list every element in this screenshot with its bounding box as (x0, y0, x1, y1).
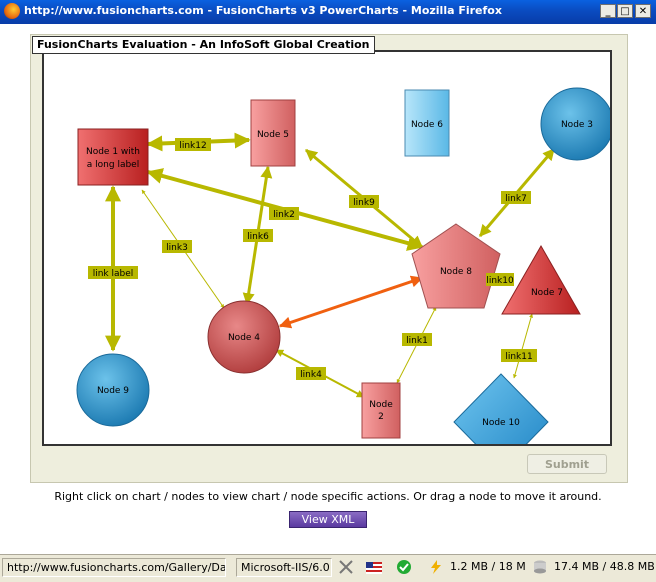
flag-us-icon[interactable] (366, 559, 382, 575)
node-9-label: Node 9 (97, 386, 129, 396)
status-memory-2: 17.4 MB / 48.8 MB (554, 560, 654, 573)
node-5-label: Node 5 (257, 130, 289, 140)
chart-instructions: Right click on chart / nodes to view cha… (54, 490, 602, 503)
status-url: http://www.fusioncharts.com/Gallery/Da..… (2, 558, 226, 577)
status-server: Microsoft-IIS/6.0 (236, 558, 332, 577)
diagram-canvas[interactable]: Node 1 with a long label Node 5 Node 6 N… (42, 50, 612, 446)
link-label-4: link4 (296, 367, 326, 380)
node-6[interactable]: Node 6 (404, 89, 450, 157)
window-title: http://www.fusioncharts.com - FusionChar… (24, 4, 502, 17)
link-n8-n4[interactable] (278, 275, 424, 329)
svg-text:link label: link label (93, 269, 134, 279)
page-content: FusionCharts Evaluation - An InfoSoft Gl… (4, 24, 652, 554)
svg-text:link7: link7 (505, 194, 527, 204)
link-label-6: link6 (243, 229, 273, 242)
link-label-9: link9 (349, 195, 379, 208)
link-label-1: link1 (402, 333, 432, 346)
minimize-button[interactable]: _ (600, 4, 616, 18)
node-6-label: Node 6 (411, 120, 443, 130)
resize-arrows-icon (338, 559, 354, 575)
node-10[interactable]: Node 10 (453, 373, 549, 444)
svg-text:link2: link2 (273, 210, 295, 220)
svg-text:link10: link10 (486, 276, 514, 286)
svg-text:link12: link12 (179, 141, 206, 151)
node-5[interactable]: Node 5 (250, 99, 296, 167)
link-label-main: link label (88, 266, 138, 279)
node-10-label: Node 10 (482, 418, 520, 428)
node-2[interactable]: Node 2 (361, 382, 401, 439)
node-2-label-line1: Node (369, 400, 393, 410)
status-memory-1: 1.2 MB / 18 MB (450, 560, 526, 573)
svg-text:link11: link11 (505, 352, 532, 362)
view-xml-button[interactable]: View XML (289, 511, 367, 528)
svg-text:link1: link1 (406, 336, 428, 346)
node-2-label-line2: 2 (378, 412, 384, 422)
node-1-label-line2: a long label (87, 160, 139, 170)
node-4-label: Node 4 (228, 333, 260, 343)
submit-button[interactable]: Submit (527, 454, 607, 474)
node-9[interactable]: Node 9 (76, 353, 150, 427)
link-label-2: link2 (269, 207, 299, 220)
check-ok-icon[interactable] (396, 559, 412, 575)
link-label-7: link7 (501, 191, 531, 204)
firefox-icon (4, 3, 20, 19)
svg-text:link3: link3 (166, 243, 188, 253)
node-3-label: Node 3 (561, 120, 593, 130)
close-button[interactable]: ✕ (635, 4, 651, 18)
link-label-12: link12 (175, 138, 211, 151)
status-bar: http://www.fusioncharts.com/Gallery/Da..… (0, 554, 656, 582)
svg-text:link4: link4 (300, 370, 322, 380)
window-titlebar: http://www.fusioncharts.com - FusionChar… (0, 0, 656, 24)
link-labels: link12 link2 link9 link6 link3 link labe… (88, 138, 537, 380)
node-3[interactable]: Node 3 (540, 87, 610, 161)
svg-text:link6: link6 (247, 232, 269, 242)
node-7[interactable]: Node 7 (501, 244, 581, 315)
svg-text:link9: link9 (353, 198, 375, 208)
node-7-label: Node 7 (531, 288, 563, 298)
node-1[interactable]: Node 1 with a long label (77, 128, 149, 186)
diagram-svg[interactable]: Node 1 with a long label Node 5 Node 6 N… (44, 52, 610, 444)
lightning-icon (428, 559, 444, 575)
link-n7-n10[interactable] (513, 313, 533, 379)
chart-legend-title: FusionCharts Evaluation - An InfoSoft Gl… (32, 36, 375, 54)
node-4[interactable]: Node 4 (207, 300, 281, 374)
maximize-button[interactable]: □ (617, 4, 633, 18)
node-8-label: Node 8 (440, 267, 472, 277)
node-8[interactable]: Node 8 (411, 223, 501, 309)
disk-icon (532, 559, 548, 575)
link-label-3: link3 (162, 240, 192, 253)
link-label-11: link11 (501, 349, 537, 362)
link-label-10: link10 (486, 273, 514, 286)
node-1-label-line1: Node 1 with (86, 147, 140, 157)
